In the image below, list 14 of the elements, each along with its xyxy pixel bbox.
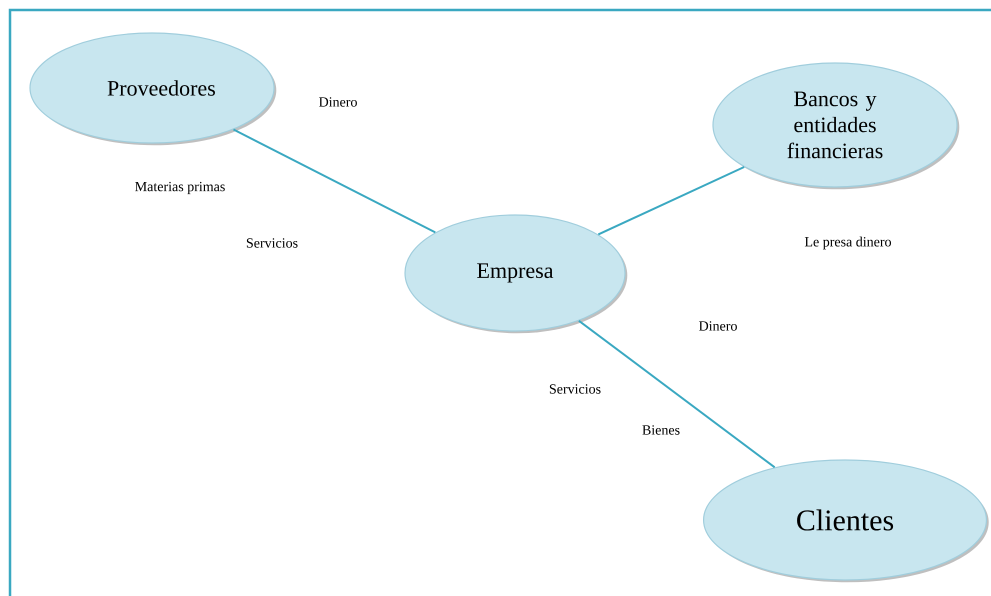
flow-label: Servicios	[550, 384, 601, 394]
ellipse-node: Proveedores	[29, 32, 276, 146]
ellipse-node: Empresa	[404, 214, 628, 334]
flow-label: Servicios	[246, 238, 298, 248]
flow-label: Le presa dinero	[804, 236, 891, 250]
connector-line	[233, 128, 436, 234]
ellipse-node: Bancos y entidades financieras	[712, 62, 960, 190]
ellipse-node: Clientes	[702, 459, 989, 582]
flow-label: Materias primas	[135, 182, 225, 194]
flow-label: Dinero	[698, 321, 737, 331]
flow-label: Bienes	[642, 425, 680, 435]
connector-line	[598, 166, 745, 236]
flow-label: Dinero	[318, 97, 357, 107]
connector-line	[578, 320, 776, 468]
